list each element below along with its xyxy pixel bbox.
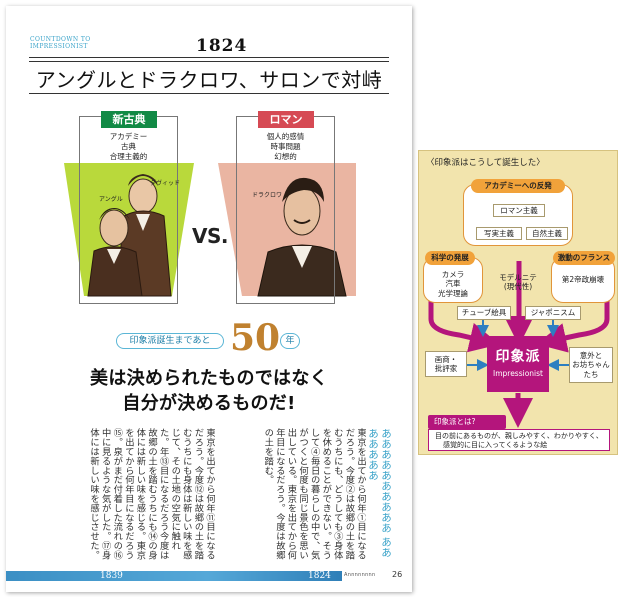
title-rule-top-inner [29,61,389,62]
naturalism-box: 自然主義 [526,227,568,240]
neoclassical-trait: 合理主義的 [109,152,148,161]
figure-label-delacroix: ドラクロワ [252,192,283,199]
slogan-line-1: 美は決められたものではなく [90,368,328,389]
timeline-bar: 1839 1824 Annnnnnnn 26 [6,569,412,581]
years-until-number: 50 [230,317,281,359]
infographic-card: 〈印象派はこうして誕生した〉 アカデミーへの反発 ロマン主義 写実主義 自然主義… [418,150,618,455]
neoclassical-portraits [87,174,172,297]
years-until-unit: 年 [280,333,300,349]
science-item: カメラ [441,269,465,279]
impressionism-center-box: 印象派 Impressionist [487,336,549,392]
supporters-box: 意外と お坊ちゃん たち [569,347,613,383]
romantic-trait: 個人的感情 [266,132,305,141]
body-text-accent: ああああああああああ あああああああ [367,428,392,558]
tube-paint-box: チューブ絵具 [457,306,511,320]
figure-label-ingres: アングル [99,196,123,203]
japonisme-box: ジャポニスム [525,306,581,320]
timeline-year-current: 1824 [308,571,331,581]
definition-box: 目の前にあるものが、親しみやすく、わかりやすく、 感覚的に目に入ってくるような絵 [428,429,610,451]
dealers-line: 批評家 [434,364,458,373]
upheaval-pill: 激動のフランス [553,251,615,265]
realism-box: 写実主義 [476,227,522,240]
science-pill: 科学の発展 [425,251,475,265]
neoclassical-trait: アカデミー [109,132,148,141]
romantic-traits: 個人的感情 時事問題 幻想的 [236,132,335,162]
chapter-year: 1824 [196,36,248,56]
slogan-line-2: 自分が決めるものだ! [122,393,296,414]
neoclassical-badge: 新古典 [101,111,157,128]
romantic-trait: 時事問題 [270,142,301,151]
science-item: 汽車 [445,279,461,289]
infographic-arrows [428,217,610,428]
years-until-label: 印象派誕生まであと [116,333,224,349]
countdown-line-2: IMPRESSIONIST [30,43,88,50]
versus-label: VS. [192,224,228,248]
running-footer: Annnnnnnn [344,572,376,578]
definition-line: 感覚的に目に入ってくるような絵 [443,441,548,449]
romanticism-box: ロマン主義 [493,204,545,217]
modernite-label: モデルニテ (現代性) [492,270,544,294]
title-rule-bottom [29,93,389,94]
romantic-badge: ロマン [258,111,314,128]
academy-reaction-pill: アカデミーへの反発 [471,179,565,193]
dealers-line: 画商・ [434,354,458,364]
neoclassical-trait: 古典 [121,142,136,151]
infographic-title: 〈印象派はこうして誕生した〉 [426,158,545,168]
definition-tag: 印象派とは? [428,415,506,429]
arrow-upheaval-to-center [536,301,610,353]
modernite-line: モデルニテ [499,272,537,282]
neoclassical-traits: アカデミー 古典 合理主義的 [79,132,178,162]
impressionism-label-ja: 印象派 [495,349,541,365]
countdown-line-1: COUNTDOWN TO [30,36,91,43]
science-items: カメラ 汽車 光学理論 [431,269,475,299]
countdown-label: COUNTDOWN TO IMPRESSIONIST [30,36,120,50]
romantic-trait: 幻想的 [274,152,297,161]
timeline-fill [6,571,342,581]
second-empire-label: 第2帝政崩壊 [561,275,605,285]
science-item: 光学理論 [438,288,468,298]
comparison-illustration [64,163,356,297]
modernite-line: (現代性) [503,282,533,291]
timeline-year-start: 1839 [100,571,123,581]
title-rule-top [29,57,389,58]
supporters-line: 意外と [579,350,603,360]
page-headline: アングルとドラクロワ、サロンで対峙 [35,68,383,92]
impressionism-label-en: Impressionist [493,369,543,378]
romantic-portrait [257,177,347,297]
definition-line: 目の前にあるものが、親しみやすく、わかりやすく、 [435,431,603,440]
dealers-box: 画商・ 批評家 [425,351,467,377]
body-text-column-right: 東京を出てから何年①目になるだろう。今度②は故郷の土を踏むうちにも、どうしても③… [262,428,366,560]
book-page: COUNTDOWN TO IMPRESSIONIST 1824 アングルとドラク… [6,6,412,592]
arrow-science-to-center [428,301,500,353]
page-number: 26 [392,570,403,579]
body-text-column-left: 東京を出てから何年⑪目になるだろう。今度⑫は故郷の土を踏むうちにも身体は新しい味… [88,428,215,560]
supporters-line: お坊ちゃん [572,360,610,370]
figure-label-david: ダヴィッド [150,180,181,187]
supporters-line: たち [583,369,599,379]
